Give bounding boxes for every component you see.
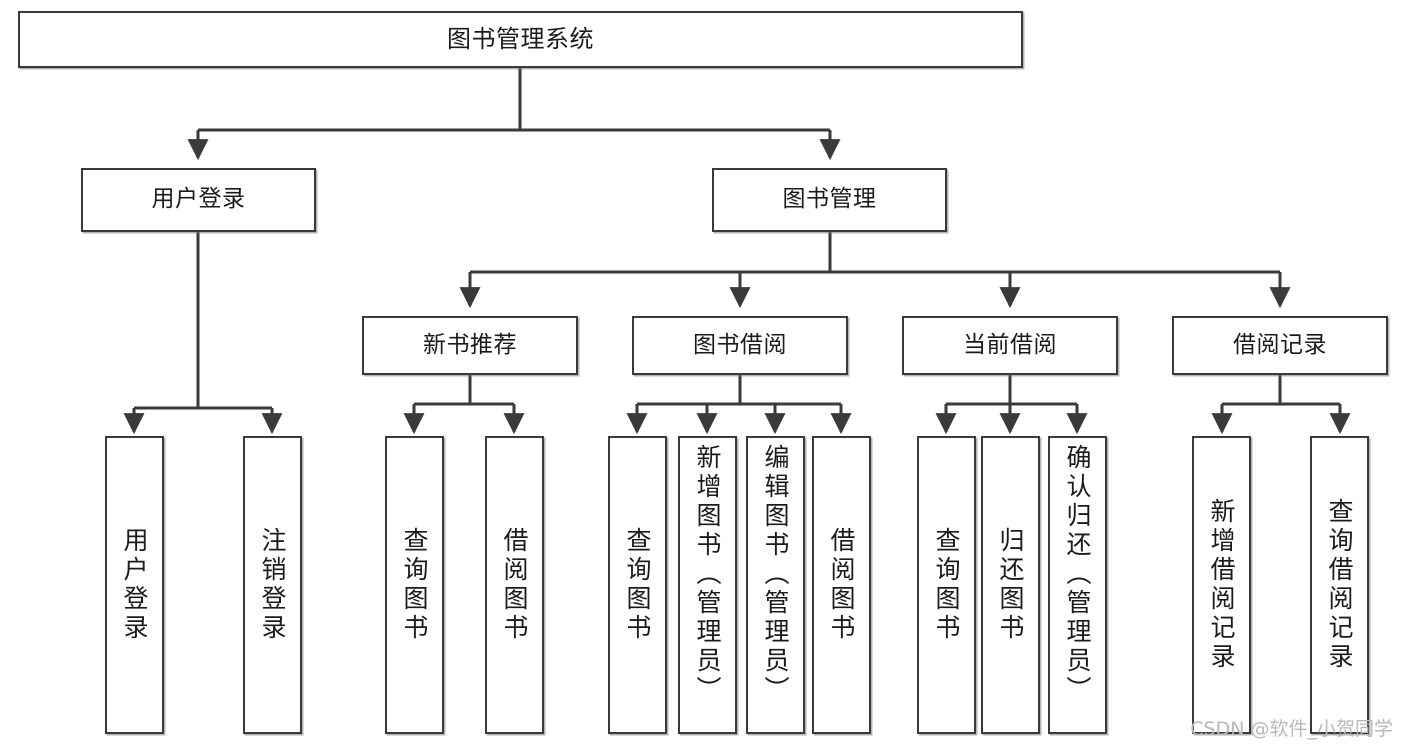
node-label: 图书借阅 — [693, 331, 787, 358]
node-label: 新增图书（管理员） — [693, 444, 722, 705]
node-label: 查询借阅记录 — [1325, 498, 1354, 672]
leaf-user-login[interactable]: 用户登录 — [105, 436, 164, 734]
node-label: 编辑图书（管理员） — [761, 444, 790, 705]
node-label: 借阅记录 — [1233, 331, 1327, 358]
leaf-edit-book-admin[interactable]: 编辑图书（管理员） — [746, 436, 805, 734]
node-label: 确认归还（管理员） — [1063, 444, 1092, 705]
node-label: 查询图书 — [932, 527, 961, 643]
node-label: 借阅图书 — [827, 527, 856, 643]
leaf-query-book-borrow[interactable]: 查询图书 — [608, 436, 667, 734]
node-label: 新书推荐 — [423, 331, 517, 358]
node-label: 归还图书 — [996, 527, 1025, 643]
node-label: 注销登录 — [258, 527, 287, 643]
csdn-watermark: CSDN @软件_小贺同学 — [1190, 718, 1393, 740]
node-label: 图书管理系统 — [447, 25, 594, 54]
node-label: 当前借阅 — [963, 331, 1057, 358]
leaf-borrow-book[interactable]: 借阅图书 — [812, 436, 871, 734]
leaf-add-book-admin[interactable]: 新增图书（管理员） — [678, 436, 737, 734]
leaf-confirm-return-admin[interactable]: 确认归还（管理员） — [1048, 436, 1107, 734]
node-label: 用户登录 — [151, 186, 246, 213]
node-book-management[interactable]: 图书管理 — [712, 168, 947, 232]
node-borrow-record[interactable]: 借阅记录 — [1172, 316, 1388, 375]
node-label: 新增借阅记录 — [1207, 498, 1236, 672]
leaf-query-book-new[interactable]: 查询图书 — [385, 436, 444, 734]
node-label: 图书管理 — [782, 186, 877, 213]
leaf-add-borrow-record[interactable]: 新增借阅记录 — [1192, 436, 1251, 734]
node-new-book-recommend[interactable]: 新书推荐 — [362, 316, 578, 375]
node-label: 查询图书 — [400, 527, 429, 643]
node-label: 借阅图书 — [500, 527, 529, 643]
leaf-logout[interactable]: 注销登录 — [243, 436, 302, 734]
node-book-borrow[interactable]: 图书借阅 — [632, 316, 848, 375]
node-label: 查询图书 — [623, 527, 652, 643]
leaf-borrow-book-new[interactable]: 借阅图书 — [485, 436, 544, 734]
node-user-login[interactable]: 用户登录 — [81, 168, 316, 232]
node-root-system[interactable]: 图书管理系统 — [18, 11, 1023, 68]
leaf-query-book-current[interactable]: 查询图书 — [917, 436, 976, 734]
leaf-return-book[interactable]: 归还图书 — [981, 436, 1040, 734]
node-label: 用户登录 — [120, 527, 149, 643]
node-current-borrow[interactable]: 当前借阅 — [902, 316, 1118, 375]
leaf-query-borrow-record[interactable]: 查询借阅记录 — [1310, 436, 1369, 734]
